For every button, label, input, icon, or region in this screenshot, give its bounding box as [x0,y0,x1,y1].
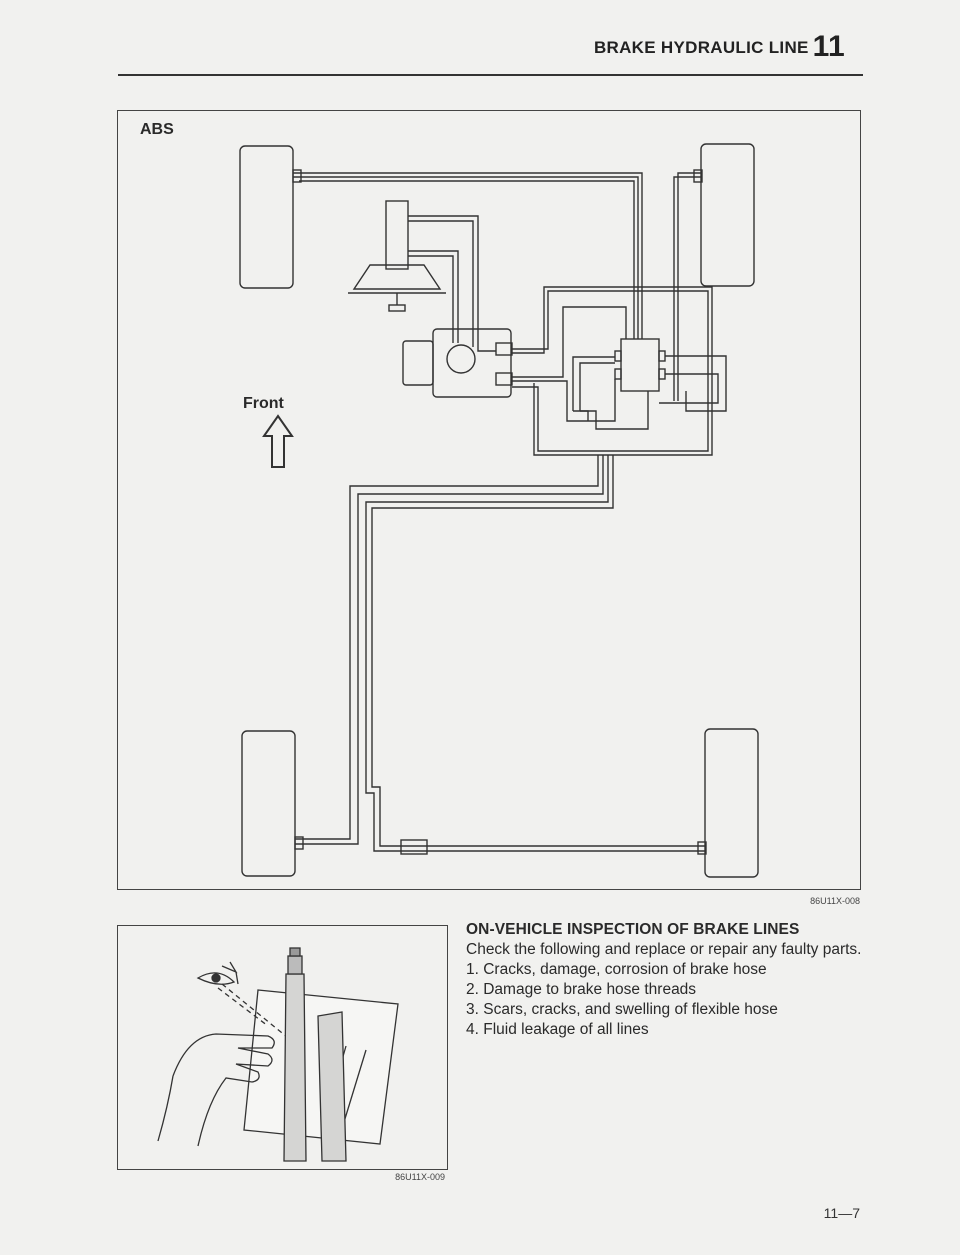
figure1-code: 86U11X-008 [810,896,860,906]
list-item: 2. Damage to brake hose threads [466,981,697,998]
list-item: 3. Scars, cracks, and swelling of flexib… [466,1001,778,1018]
hydraulic-unit-motor [402,340,434,386]
rear-right-wheel [704,728,759,878]
brake-hose [283,973,307,1162]
chapter-number: 11 [812,30,845,63]
list-item: 1. Cracks, damage, corrosion of brake ho… [466,961,767,978]
header-rule [118,74,863,76]
figure2-code: 86U11X-009 [395,1172,445,1182]
hydraulic-unit-body [432,328,512,398]
junction-block [620,338,660,392]
inspection-list: 1. Cracks, damage, corrosion of brake ho… [466,960,866,1040]
hose-inspection-drawing [157,947,399,1162]
rear-left-wheel [241,730,296,877]
abs-label: ABS [140,121,174,138]
hose-inspection-illustration [117,925,448,1170]
front-right-wheel [700,143,755,287]
inspection-section: ON-VEHICLE INSPECTION OF BRAKE LINES Che… [466,920,866,1040]
front-left-wheel [239,145,294,289]
abs-brake-line-diagram: ABS Front [117,110,861,890]
header-title: BRAKE HYDRAULIC LINE [593,38,809,57]
hand [172,1033,275,1147]
master-cylinder [385,200,409,270]
eye-icon [196,972,236,985]
brake-booster [352,264,442,290]
front-arrow-icon [262,414,294,468]
section-intro: Check the following and replace or repai… [466,941,862,958]
list-item: 4. Fluid leakage of all lines [466,1021,649,1038]
brake-line-schematic [239,143,759,878]
rear-line-connector [400,839,428,855]
section-heading: ON-VEHICLE INSPECTION OF BRAKE LINES [466,921,800,938]
front-label: Front [243,395,284,412]
page-number: 11—7 [823,1205,860,1221]
